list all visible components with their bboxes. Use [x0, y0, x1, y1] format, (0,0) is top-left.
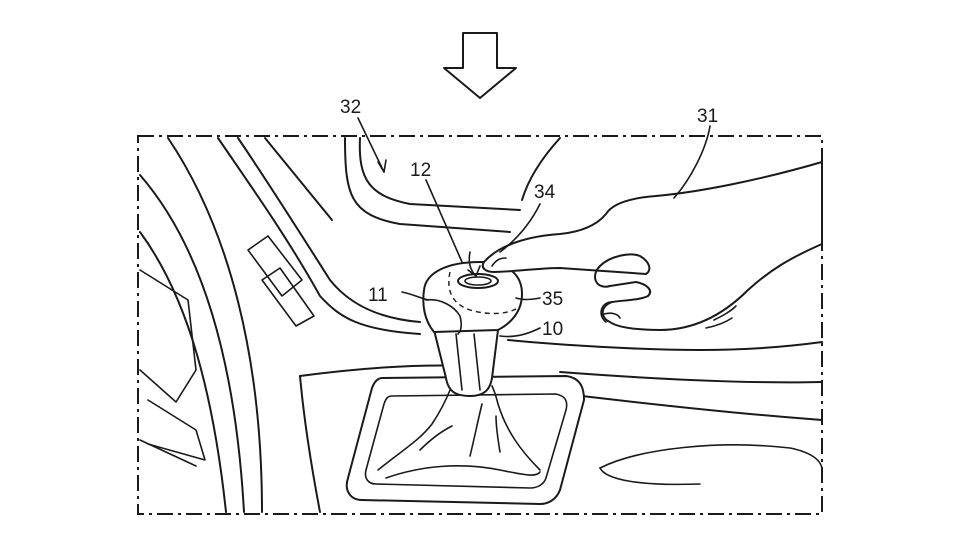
gear-knob [422, 261, 523, 335]
steering-wheel [139, 137, 263, 513]
ref-label-32: 32 [340, 97, 361, 118]
hand [481, 161, 823, 331]
ref-label-35: 35 [542, 289, 563, 310]
direction-arrow [443, 32, 517, 99]
ref-label-34: 34 [534, 182, 556, 203]
shifter-boot [345, 375, 585, 505]
ref-label-10: 10 [542, 319, 563, 340]
touch-indicator-arrowhead [467, 265, 481, 277]
ref-label-11: 11 [368, 285, 388, 306]
leader-lines [357, 117, 711, 338]
gear-lever [433, 329, 499, 397]
ref-label-12: 12 [410, 160, 431, 181]
ref-label-31: 31 [697, 106, 718, 127]
view-frame [137, 135, 823, 515]
